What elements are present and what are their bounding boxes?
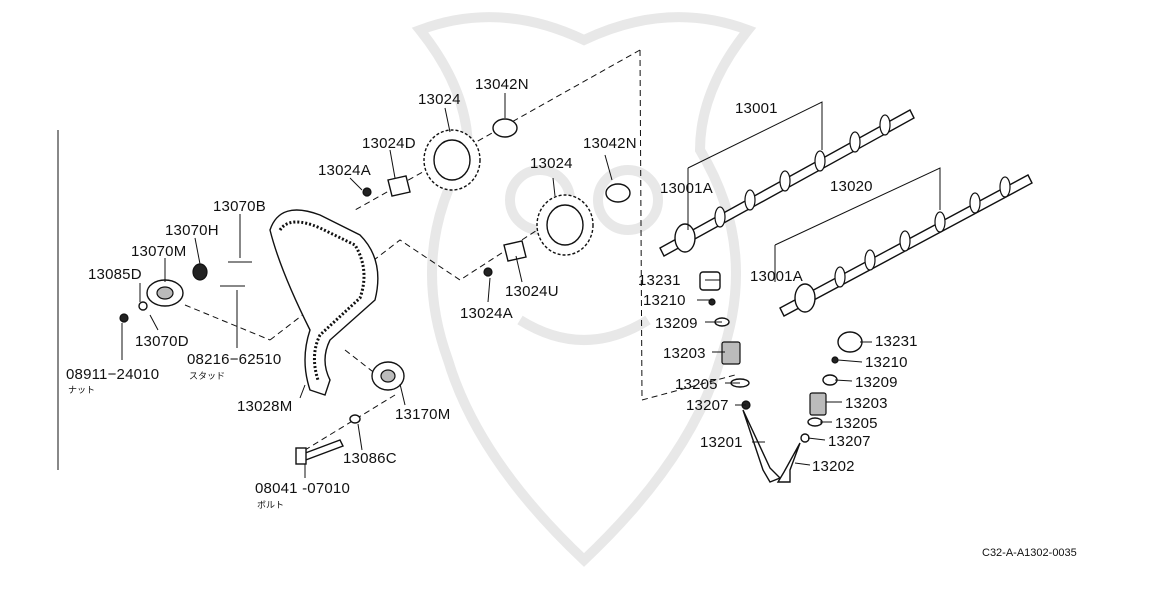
part-label[interactable]: 13231	[638, 272, 681, 289]
intake-valve-train	[699, 271, 782, 483]
part-label[interactable]: 13207	[686, 397, 729, 414]
part-label[interactable]: 13070D	[135, 333, 189, 350]
lower-camshaft-sprocket	[483, 183, 631, 277]
part-label[interactable]: 13042N	[583, 135, 637, 152]
intake-camshaft	[659, 109, 915, 257]
exhaust-valve-train	[776, 331, 863, 483]
part-label[interactable]: 13001	[735, 100, 778, 117]
part-label[interactable]: 13020	[830, 178, 873, 195]
part-label[interactable]: 13210	[643, 292, 686, 309]
diagram-code: C32-A-A1302-0035	[982, 547, 1077, 559]
part-label[interactable]: 13205	[675, 376, 718, 393]
bolt-sublabel: ボルト	[257, 501, 285, 511]
part-label[interactable]: 13070M	[131, 243, 187, 260]
part-label[interactable]: 13203	[663, 345, 706, 362]
part-label[interactable]: 13070H	[165, 222, 219, 239]
part-label[interactable]: 13209	[855, 374, 898, 391]
upper-camshaft-sprocket	[362, 118, 518, 197]
part-label[interactable]: 13209	[655, 315, 698, 332]
part-label[interactable]: 13028M	[237, 398, 293, 415]
part-label[interactable]: 13024U	[505, 283, 559, 300]
part-label[interactable]: 13024A	[318, 162, 371, 179]
idler-pulley	[295, 361, 405, 465]
exhaust-camshaft	[779, 174, 1033, 317]
part-label[interactable]: 13085D	[88, 266, 142, 283]
part-label[interactable]: 13024D	[362, 135, 416, 152]
part-label[interactable]: 13001A	[750, 268, 803, 285]
part-label[interactable]: 08216−62510	[187, 351, 282, 368]
tensioner-assembly	[119, 261, 252, 323]
part-label[interactable]: 13231	[875, 333, 918, 350]
stud-sublabel: スタッド	[189, 372, 226, 382]
part-label[interactable]: 13170M	[395, 406, 451, 423]
part-label[interactable]: 13205	[835, 415, 878, 432]
part-label[interactable]: 13024	[418, 91, 461, 108]
leader-lines	[121, 93, 872, 478]
watermark-emblem	[411, 12, 757, 567]
part-label[interactable]: 08911−24010	[66, 366, 160, 383]
part-label[interactable]: 13070B	[213, 198, 266, 215]
part-label[interactable]: 13207	[828, 433, 871, 450]
timing-belt	[269, 209, 379, 396]
part-label[interactable]: 13202	[812, 458, 855, 475]
part-label[interactable]: 13024A	[460, 305, 513, 322]
part-label[interactable]: 13210	[865, 354, 908, 371]
part-label[interactable]: 13024	[530, 155, 573, 172]
part-label[interactable]: 13001A	[660, 180, 713, 197]
nut-sublabel: ナット	[68, 386, 96, 396]
camshaft-bracket-lines	[687, 101, 941, 282]
part-label[interactable]: 13042N	[475, 76, 529, 93]
part-label[interactable]: 08041 -07010	[255, 480, 350, 497]
part-label[interactable]: 13201	[700, 434, 743, 451]
part-label[interactable]: 13086C	[343, 450, 397, 467]
part-label[interactable]: 13203	[845, 395, 888, 412]
